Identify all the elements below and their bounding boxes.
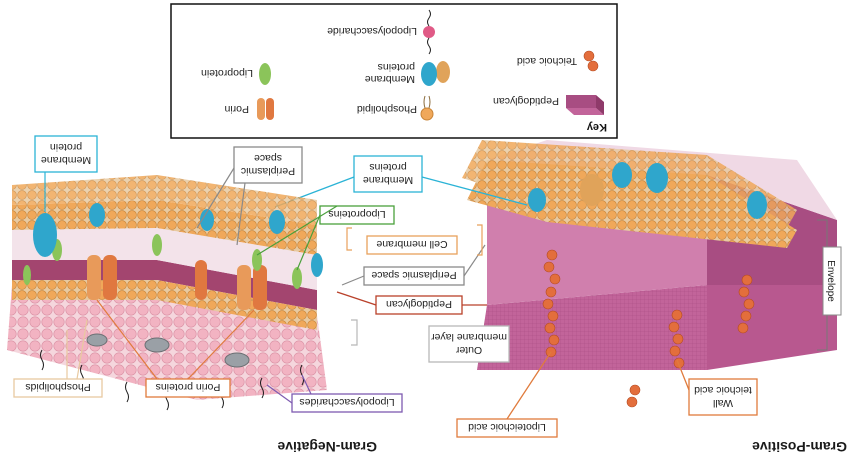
peptidoglycan-callout: Peptidoglycan	[337, 292, 487, 314]
gram-negative-structure	[7, 175, 327, 410]
gram-negative-title: Gram-Negative	[277, 439, 377, 455]
wall-teichoic-label-line1: Wall	[713, 397, 733, 409]
wall-teichoic-label-line2: teichoic acid	[694, 384, 752, 396]
gp-membrane-protein	[612, 162, 632, 188]
gp-membrane-protein	[646, 163, 668, 193]
membrane-proteins-label-line2: proteins	[369, 161, 406, 173]
outer-membrane-label-line2: membrane layer	[431, 331, 507, 343]
gn-periplasmic-label-line1: Periplasmic	[241, 165, 295, 177]
cell-membrane-label: Cell membrane	[376, 238, 447, 250]
key-membrane-proteins-label-line1: Membrane	[365, 73, 415, 85]
phospholipids-label: Phospholipids	[25, 381, 90, 393]
lipoteichoic-acid-label: Lipoteichoic acid	[468, 421, 546, 433]
gp-membrane-protein	[528, 188, 546, 212]
gram-positive-structure: Envelope	[462, 140, 841, 407]
gram-positive-title: Gram-Positive	[752, 439, 847, 455]
key-heading: Key	[586, 121, 607, 133]
lipopolysaccharides-label: Lipopolysaccharides	[299, 396, 394, 408]
porin-proteins-label: Porin proteins	[156, 381, 221, 393]
key-teichoic-acid-label: Teichoic acid	[517, 55, 577, 67]
outer-membrane-callout: Outer membrane layer	[351, 320, 509, 362]
gp-membrane-protein	[580, 174, 604, 206]
key-porin-label: Porin	[224, 103, 249, 115]
key-membrane-proteins-label-line2: proteins	[378, 61, 415, 73]
gn-periplasmic-label-line2: space	[254, 152, 282, 164]
envelope-label: Envelope	[825, 260, 836, 302]
peptidoglycan-label: Peptidoglycan	[386, 298, 452, 310]
gn-membrane-protein-label-line2: protein	[50, 141, 82, 153]
gn-membrane-protein-label-line1: Membrane	[41, 154, 91, 166]
envelope-label-box: Envelope	[823, 247, 841, 315]
key-lipoprotein-label: Lipoprotein	[201, 67, 253, 79]
key-box: Key Peptidoglycan Phospholipid Porin Tei…	[171, 4, 617, 138]
key-peptidoglycan-icon	[566, 95, 604, 115]
cell-membrane-callout: Cell membrane	[347, 225, 482, 255]
key-lipoprotein-icon	[259, 63, 271, 85]
membrane-proteins-label-line1: Membrane	[363, 174, 413, 186]
key-peptidoglycan-label: Peptidoglycan	[493, 95, 559, 107]
gp-membrane-protein	[747, 191, 767, 219]
lipoproteins-label: Lipoproteins	[328, 208, 385, 220]
outer-membrane-label-line1: Outer	[455, 344, 482, 356]
periplasmic-space-label: Periplasmic space	[371, 269, 456, 281]
key-phospholipid-label: Phospholipid	[357, 103, 417, 115]
gp-block-front	[707, 285, 837, 370]
key-lipopolysaccharide-label: Lipopolysaccharide	[327, 25, 417, 37]
